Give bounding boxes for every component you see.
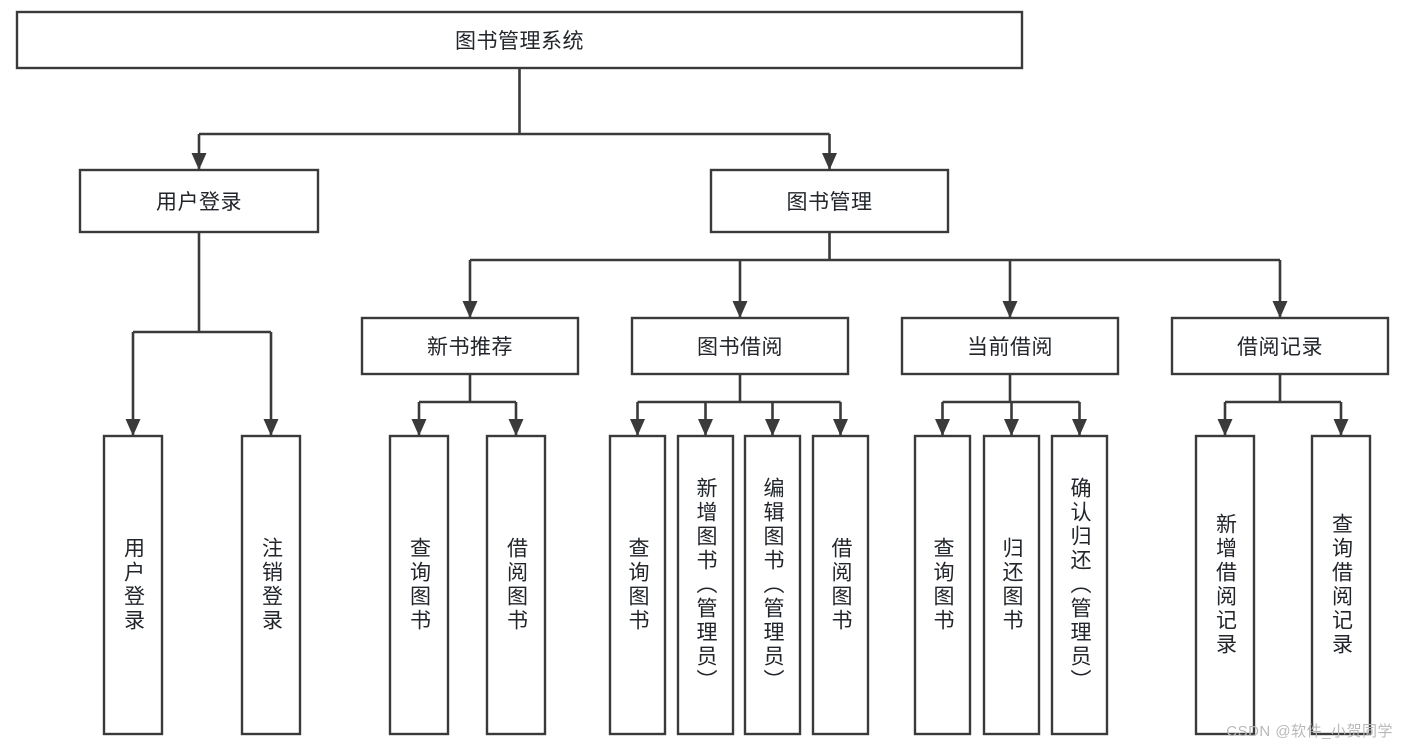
arrow-head-icon	[833, 419, 848, 436]
node-box-leaf-query-borrow-record[interactable]	[1310, 434, 1372, 736]
arrow-head-icon	[1004, 419, 1019, 436]
node-box-leaf-user-login[interactable]	[102, 434, 164, 736]
node-box-leaf-add-borrow-record[interactable]	[1194, 434, 1256, 736]
node-box-leaf-borrow-book-recommend[interactable]	[485, 434, 547, 736]
node-box-leaf-add-book-admin[interactable]	[676, 434, 735, 736]
node-box-book-borrow[interactable]	[630, 316, 850, 376]
node-box-leaf-confirm-return-admin[interactable]	[1050, 434, 1109, 736]
arrow-head-icon	[935, 419, 950, 436]
arrow-head-icon	[732, 301, 748, 318]
arrow-head-icon	[765, 419, 780, 436]
node-box-leaf-return-book[interactable]	[982, 434, 1041, 736]
node-box-leaf-query-book-borrow[interactable]	[608, 434, 667, 736]
arrow-head-icon	[462, 301, 478, 318]
arrow-head-icon	[1333, 419, 1349, 436]
arrow-head-icon	[822, 153, 837, 170]
node-box-current-borrow[interactable]	[900, 316, 1120, 376]
arrow-head-icon	[1217, 419, 1233, 436]
node-box-root[interactable]	[15, 10, 1024, 70]
node-box-borrow-record[interactable]	[1170, 316, 1390, 376]
node-box-leaf-edit-book-admin[interactable]	[743, 434, 802, 736]
arrow-head-icon	[630, 419, 645, 436]
arrow-head-icon	[508, 419, 524, 436]
node-box-leaf-logout[interactable]	[240, 434, 302, 736]
node-box-leaf-query-book-recommend[interactable]	[388, 434, 450, 736]
arrow-head-icon	[263, 419, 279, 436]
arrow-head-icon	[411, 419, 427, 436]
node-box-book-management[interactable]	[709, 168, 950, 234]
node-box-user-login[interactable]	[78, 168, 320, 234]
node-box-leaf-borrow-book[interactable]	[811, 434, 870, 736]
node-box-layer	[15, 10, 1390, 736]
connector-layer	[125, 68, 1349, 436]
node-box-new-book-recommend[interactable]	[360, 316, 580, 376]
arrow-head-icon	[125, 419, 141, 436]
arrow-head-icon	[1272, 301, 1288, 318]
arrow-head-icon	[1072, 419, 1087, 436]
arrow-head-icon	[698, 419, 713, 436]
arrow-head-icon	[1002, 301, 1018, 318]
node-box-leaf-query-book-current[interactable]	[913, 434, 972, 736]
arrow-head-icon	[191, 153, 207, 170]
